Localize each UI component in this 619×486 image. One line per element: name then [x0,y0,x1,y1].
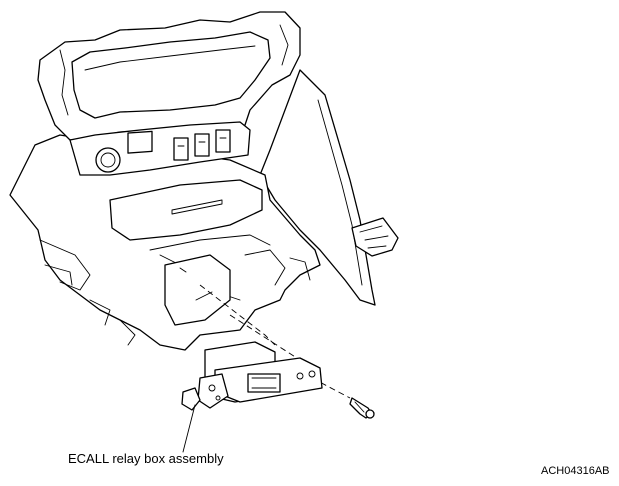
round-knob-outer [95,147,121,173]
switch-slot-3 [215,129,231,153]
relay-connector [247,373,281,393]
guide-line-1 [199,284,276,346]
switch-slot-2 [194,133,210,157]
relay-clip [181,387,201,411]
guide-line-3 [311,377,351,399]
figure-id-label: ACH04316AB [541,465,610,477]
tray-pocket [109,179,263,241]
top-bezel-opening [71,31,271,119]
callout-label: ECALL relay box assembly [68,451,224,466]
right-mount-bracket [351,217,399,257]
center-bracket [164,254,231,326]
screw-fastener [349,397,375,419]
display-window [127,130,153,154]
switch-slot-1 [173,137,189,161]
guide-line-2 [229,314,301,361]
callout-leader [182,404,196,453]
